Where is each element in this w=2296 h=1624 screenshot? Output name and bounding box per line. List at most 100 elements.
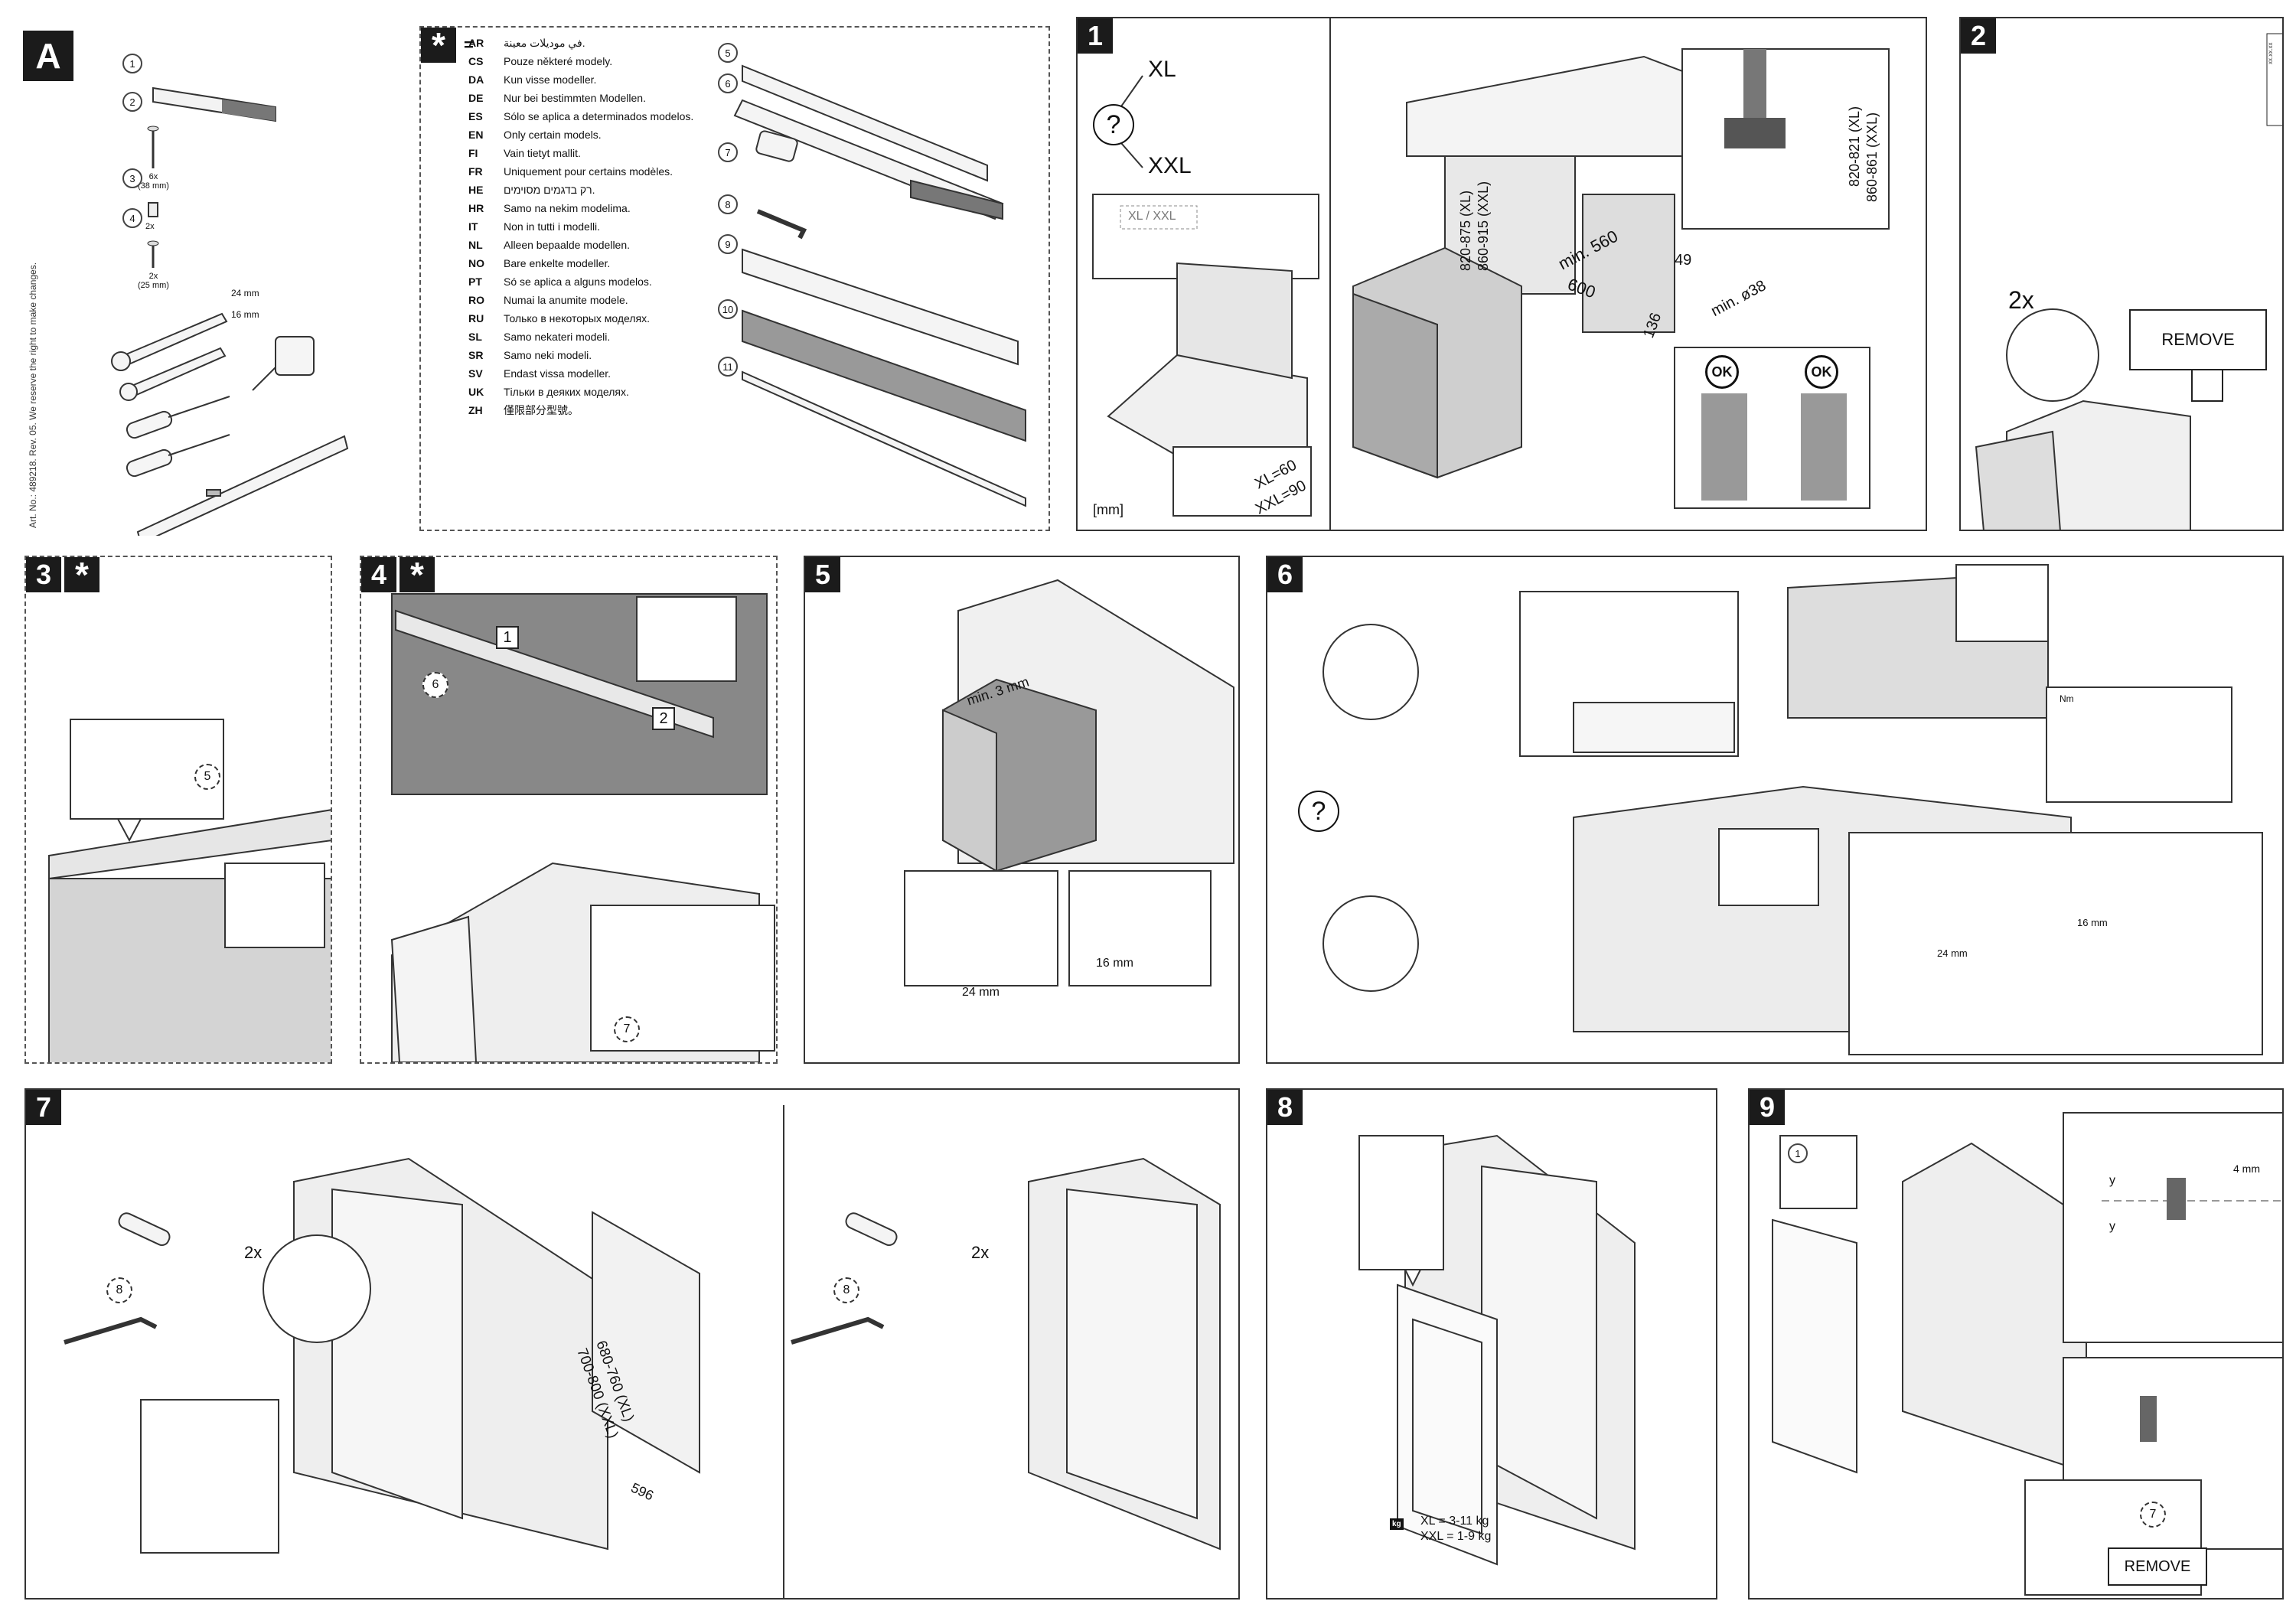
ok-icon-left: OK bbox=[1705, 355, 1739, 389]
step-3-number: 3 bbox=[26, 557, 61, 592]
lang-text: Nur bei bestimmten Modellen. bbox=[504, 92, 646, 104]
lang-text: Vain tietyt mallit. bbox=[504, 147, 581, 159]
section-a-drawing bbox=[111, 86, 349, 536]
step-5-panel: 5 min. 3 mm 24 mm 16 mm bbox=[804, 556, 1240, 1064]
unit-label: [mm] bbox=[1093, 502, 1124, 517]
dim-h2: 860-915 (XXL) bbox=[1476, 181, 1491, 271]
lang-code: SV bbox=[468, 367, 483, 380]
lang-code: AR bbox=[468, 37, 484, 49]
dim-h3: 820-821 (XL) bbox=[1847, 106, 1862, 187]
step-8-panel: 8 kg XL = 3-11 kg XXL = 1-9 kg bbox=[1266, 1088, 1717, 1600]
part-9-callout: 9 bbox=[718, 234, 738, 254]
lang-row: SV Endast vissa modeller. bbox=[468, 364, 611, 383]
lang-text: Non in tutti i modelli. bbox=[504, 220, 601, 233]
step-6-wrench-16: 16 mm bbox=[2077, 917, 2108, 928]
lang-text: רק בדגמים מסוימים. bbox=[504, 184, 595, 196]
step-6-panel: 6 ? Nm 24 mm 16 mm bbox=[1266, 556, 2284, 1064]
part-4-qty: 2x (25 mm) bbox=[138, 272, 169, 290]
step-7-panel: 7 2x 2x 8 8 680-760 (XL) 700-800 (XXL) 5… bbox=[24, 1088, 1240, 1600]
lang-row: HE רק בדגמים מסוימים. bbox=[468, 181, 595, 199]
step-9-y1: y bbox=[2109, 1174, 2115, 1187]
step-3-callout-5: 5 bbox=[194, 764, 220, 790]
lang-text: Numai la anumite modele. bbox=[504, 294, 628, 306]
step-7-callout-8b: 8 bbox=[833, 1277, 859, 1303]
step-2-drawing bbox=[1975, 33, 2282, 530]
lang-row: UK Тільки в деяких моделях. bbox=[468, 383, 629, 401]
step-8-drawing bbox=[1358, 1134, 1636, 1566]
lang-text: Alleen bepaalde modellen. bbox=[504, 239, 631, 251]
part-3-qty: 2x bbox=[145, 222, 155, 231]
lang-text: Pouze některé modely. bbox=[504, 55, 613, 67]
lang-row: SL Samo nekateri modeli. bbox=[468, 328, 610, 346]
step-4-arrow-1-label: 1 bbox=[496, 626, 519, 649]
step-9-number: 9 bbox=[1750, 1090, 1785, 1125]
part-7-callout: 7 bbox=[718, 142, 738, 162]
step-2-remove-label: REMOVE bbox=[2129, 309, 2267, 370]
lang-text: Только в некоторых моделях. bbox=[504, 312, 650, 324]
step-9-y2: y bbox=[2109, 1220, 2115, 1233]
step-8-number: 8 bbox=[1267, 1090, 1303, 1125]
step-4-star: * bbox=[400, 557, 435, 595]
step-9-callout-7: 7 bbox=[2140, 1502, 2166, 1528]
step-6-wrench-24: 24 mm bbox=[1937, 947, 1968, 959]
step-2-count: 2x bbox=[2008, 286, 2034, 314]
part-8-callout: 8 bbox=[718, 194, 738, 214]
step-1-drawing bbox=[1092, 18, 1890, 530]
lang-code: RU bbox=[468, 312, 484, 324]
step-7-drawing bbox=[64, 1105, 1221, 1598]
lang-code: DA bbox=[468, 73, 484, 86]
step-9-4mm: 4 mm bbox=[2233, 1163, 2260, 1175]
lang-code: SR bbox=[468, 349, 484, 361]
ok-icon-right: OK bbox=[1805, 355, 1838, 389]
lang-row: FI Vain tietyt mallit. bbox=[468, 144, 581, 162]
lang-text: Endast vissa modeller. bbox=[504, 367, 612, 380]
step-1-panel: 1 ? XL XXL XL / XXL [mm] XL= bbox=[1076, 17, 1927, 531]
lang-code: ES bbox=[468, 110, 483, 122]
barcode-text: xx.xx.xx bbox=[2267, 42, 2274, 64]
part-5-callout: 5 bbox=[718, 43, 738, 63]
step-5-wrench-24: 24 mm bbox=[962, 986, 1000, 999]
xl-label: XL bbox=[1148, 57, 1176, 82]
lang-row: RU Только в некоторых моделях. bbox=[468, 309, 650, 328]
lang-text: Samo nekateri modeli. bbox=[504, 331, 611, 343]
part-2-qty: 6x (38 mm) bbox=[138, 172, 169, 191]
step-3-panel: 3 * 5 bbox=[24, 556, 332, 1064]
wrench-24-label: 24 mm bbox=[231, 288, 259, 298]
lang-code: HE bbox=[468, 184, 484, 196]
part-2-callout: 2 bbox=[122, 92, 142, 112]
step-4-callout-6: 6 bbox=[422, 672, 448, 698]
lang-text: 僅限部分型號。 bbox=[504, 404, 579, 416]
step-9-remove-label: REMOVE bbox=[2108, 1547, 2207, 1586]
step-1-question-icon: ? bbox=[1093, 104, 1134, 145]
lang-text: Тільки в деяких моделях. bbox=[504, 386, 629, 398]
step-8-weight-xl: XL = 3-11 kg bbox=[1420, 1515, 1489, 1528]
lang-code: SL bbox=[468, 331, 482, 343]
lang-text: Samo na nekim modelima. bbox=[504, 202, 631, 214]
lang-row: CS Pouze některé modely. bbox=[468, 52, 612, 70]
section-a: A Art. No.: 489218. Rev. 05. We reserve … bbox=[23, 31, 406, 536]
lang-code: CS bbox=[468, 55, 484, 67]
lang-code: FI bbox=[468, 147, 478, 159]
dim-h1: 820-875 (XL) bbox=[1458, 190, 1473, 271]
lang-code: RO bbox=[468, 294, 484, 306]
lang-text: Only certain models. bbox=[504, 129, 602, 141]
lang-code: FR bbox=[468, 165, 483, 178]
parts-drawing bbox=[733, 64, 1026, 507]
dim-49: 49 bbox=[1675, 252, 1692, 269]
part-10-callout: 10 bbox=[718, 299, 738, 319]
part-11-callout: 11 bbox=[718, 357, 738, 377]
step-2-number: 2 bbox=[1961, 18, 1996, 54]
part-1-callout: 1 bbox=[122, 54, 142, 73]
step-5-drawing bbox=[904, 579, 1234, 986]
lang-code: UK bbox=[468, 386, 484, 398]
